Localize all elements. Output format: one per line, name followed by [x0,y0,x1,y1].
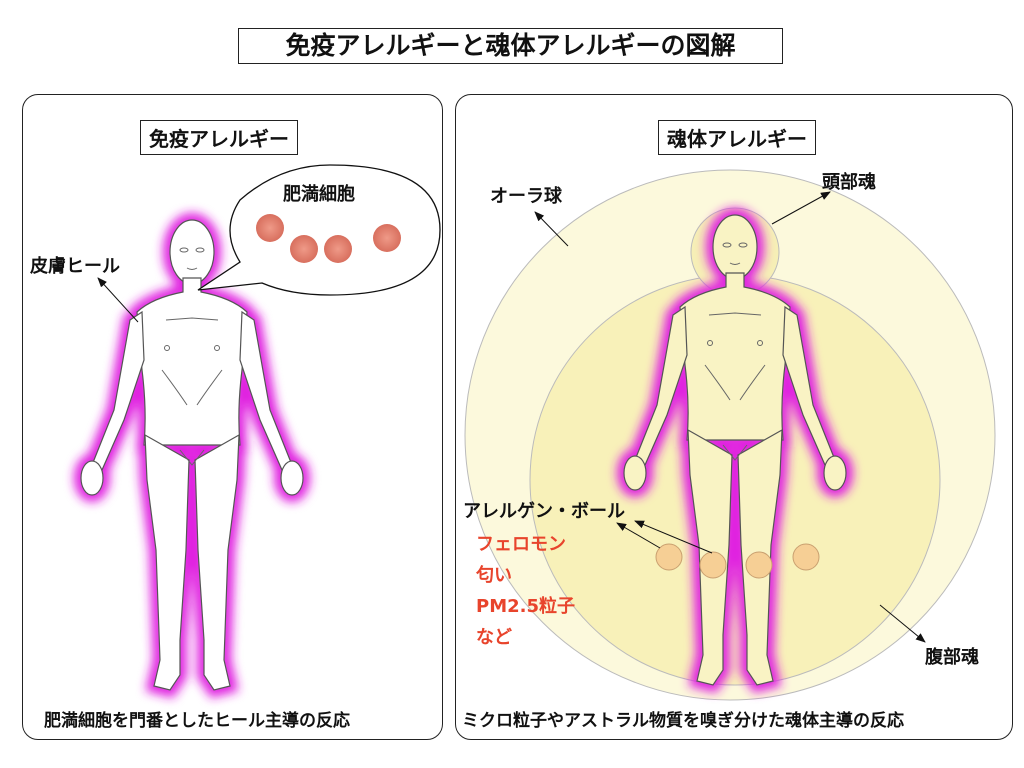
mast-cell [324,235,352,263]
left-caption: 肥満細胞を門番としたヒール主導の反応 [44,711,350,731]
mast-cell [373,224,401,252]
allergen-arrow [634,520,713,554]
belly-soul-arrow [879,604,926,643]
immune-allergy-panel [22,94,443,740]
skin-heal-label: 皮膚ヒール [30,256,120,277]
soul-allergy-panel [455,94,1013,740]
allergen-balls [655,543,820,579]
aura-label: オーラ球 [490,186,562,207]
immune-allergy-heading: 免疫アレルギー [140,120,298,155]
allergen-arrow [616,522,661,549]
allergen-example: フェロモン [476,534,566,555]
head-soul-label: 頭部魂 [822,172,876,193]
soul-allergy-heading: 魂体アレルギー [658,120,816,155]
allergen-ball [699,551,727,579]
allergen-ball [745,551,773,579]
right-caption: ミクロ粒子やアストラル物質を嗅ぎ分けた魂体主導の反応 [462,711,904,731]
mast-cell-label: 肥満細胞 [283,184,355,205]
mast-cell [256,214,284,242]
allergen-example: PM2.5粒子 [476,596,575,617]
diagram-title: 免疫アレルギーと魂体アレルギーの図解 [238,28,783,64]
allergen-ball [792,543,820,571]
mast-cell [290,235,318,263]
allergen-example: など [476,627,512,648]
belly-soul-label: 腹部魂 [925,647,979,668]
allergen-ball-label: アレルゲン・ボール [463,501,625,522]
mast-cells [256,214,401,263]
human-figure-left [81,220,303,690]
aura-arrow [534,211,569,247]
allergen-example: 匂い [476,565,512,586]
allergen-ball [655,543,683,571]
skin-heal-arrow [97,277,139,323]
mast-cell-bubble [197,164,441,296]
head-soul-arrow [771,191,831,225]
